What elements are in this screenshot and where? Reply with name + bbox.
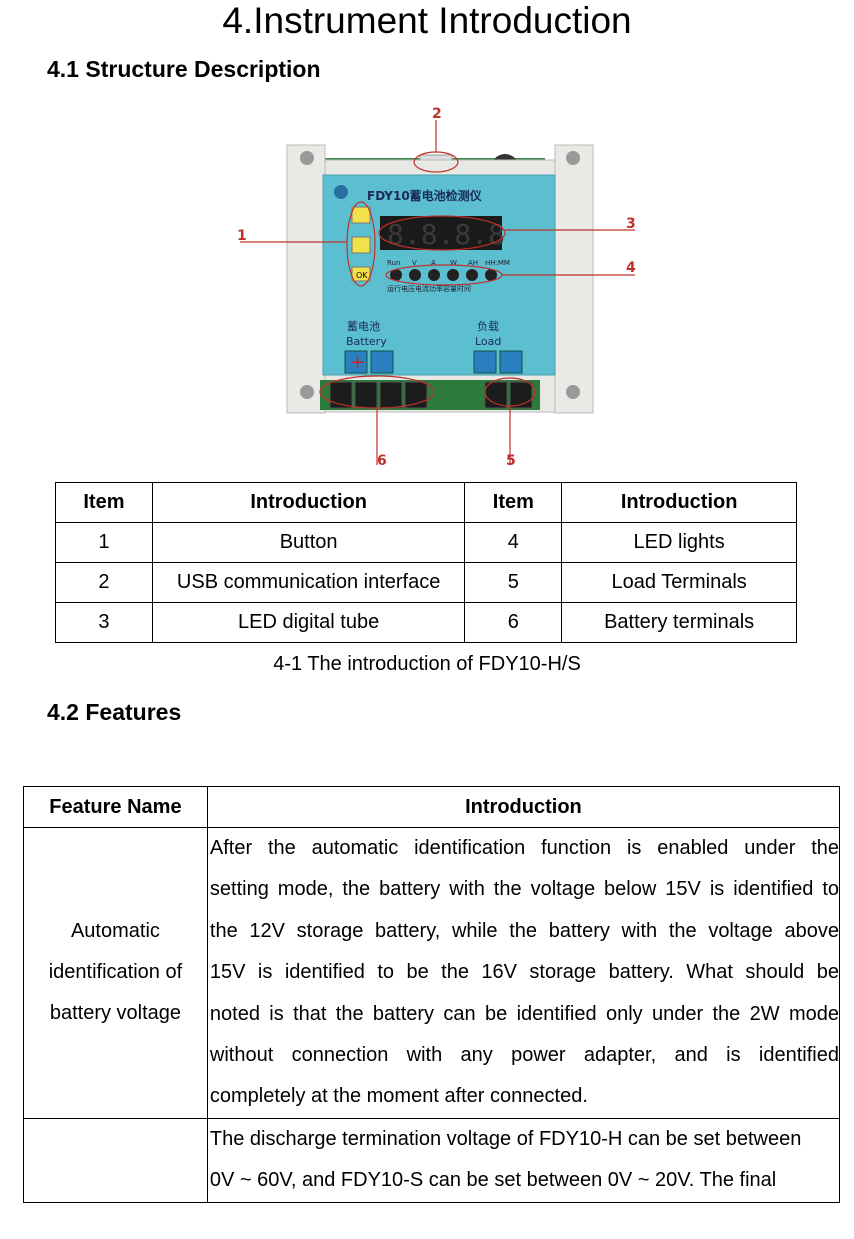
led-label-cn: 运行电压电流功率容量时间 bbox=[387, 284, 471, 293]
section-heading-features: 4.2 Features bbox=[47, 699, 182, 725]
table-cell: 4 bbox=[464, 522, 563, 563]
page-title: 4.Instrument Introduction bbox=[222, 0, 632, 41]
feature-intro-line: setting mode, the battery with the volta… bbox=[209, 878, 839, 901]
led-label-run: Run bbox=[387, 259, 400, 267]
device-illustration: FDY10蓄电池检测仪 OK 8.8.8.8 Run V A W AH HH:M… bbox=[237, 106, 636, 469]
feature-name-cell: Automatic identification of battery volt… bbox=[23, 827, 208, 1119]
battery-label-en: Battery bbox=[346, 335, 387, 348]
ok-label: OK bbox=[356, 271, 368, 280]
led-digital-tube bbox=[380, 216, 502, 250]
callout-3: 3 bbox=[626, 216, 636, 232]
callout-1: 1 bbox=[237, 228, 247, 244]
callout-5: 5 bbox=[506, 453, 516, 469]
load-label-cn: 负载 bbox=[477, 319, 499, 333]
feature-name-cell bbox=[23, 1117, 208, 1203]
table-caption: 4-1 The introduction of FDY10-H/S bbox=[273, 653, 581, 675]
feature-intro-cell: The discharge termination voltage of FDY… bbox=[206, 1117, 841, 1203]
button-ok bbox=[351, 266, 371, 282]
table-cell: LED digital tube bbox=[151, 602, 466, 643]
table-row: 2 USB communication interface 5 Load Ter… bbox=[55, 562, 797, 603]
feature-intro-line: without connection with any power adapte… bbox=[209, 1043, 839, 1066]
led-label-w: W bbox=[450, 259, 457, 267]
feature-intro-line: After the automatic identification funct… bbox=[209, 837, 839, 859]
table-cell: 2 bbox=[55, 562, 153, 603]
feature-intro-line: noted is that the battery can be identif… bbox=[209, 1002, 839, 1025]
battery-plus-button bbox=[344, 350, 368, 374]
table-header: Introduction bbox=[206, 786, 841, 828]
callout-4: 4 bbox=[626, 260, 636, 276]
table-cell: Load Terminals bbox=[561, 562, 797, 603]
feature-intro-cell: After the automatic identification funct… bbox=[206, 827, 841, 1119]
battery-terminals bbox=[329, 381, 428, 409]
structure-table: Item Introduction Item Introduction 1 Bu… bbox=[55, 482, 797, 643]
table-cell: 5 bbox=[464, 562, 563, 603]
table-header: Feature Name bbox=[23, 786, 208, 828]
table-row: 1 Button 4 LED lights bbox=[55, 522, 797, 563]
svg-text:+: + bbox=[350, 352, 365, 373]
battery-minus-button bbox=[370, 350, 394, 374]
load-minus-button bbox=[499, 350, 523, 374]
table-cell: 1 bbox=[55, 522, 153, 563]
table-header: Item bbox=[55, 482, 153, 523]
load-label-en: Load bbox=[475, 335, 501, 348]
feature-intro-line: The discharge termination voltage of FDY… bbox=[209, 1127, 802, 1150]
table-cell: 3 bbox=[55, 602, 153, 643]
feature-intro-line: 15V is identified to be the 16V storage … bbox=[209, 961, 839, 984]
load-plus-button bbox=[473, 350, 497, 374]
led-label-ah: AH bbox=[468, 259, 478, 267]
table-cell: Button bbox=[151, 522, 466, 563]
table-header: Item bbox=[464, 482, 563, 523]
led-label-v: V bbox=[412, 259, 417, 267]
led-label-time: HH:MM bbox=[485, 259, 510, 267]
feature-name: Automatic identification of battery volt… bbox=[48, 920, 183, 1025]
table-cell: USB communication interface bbox=[151, 562, 466, 603]
feature-intro-line: the 12V storage battery, while the batte… bbox=[209, 919, 839, 942]
button-up bbox=[351, 206, 371, 224]
table-header-row: Feature Name Introduction bbox=[23, 786, 841, 828]
table-row: Automatic identification of battery volt… bbox=[23, 827, 841, 1119]
feature-intro-line: 0V ~ 60V, and FDY10-S can be set between… bbox=[209, 1169, 777, 1192]
svg-text:8.8.8.8: 8.8.8.8 bbox=[387, 218, 505, 251]
button-down bbox=[351, 236, 371, 254]
battery-label-cn: 蓄电池 bbox=[347, 320, 380, 333]
load-terminals bbox=[484, 381, 533, 409]
table-cell: LED lights bbox=[561, 522, 797, 563]
device-header: FDY10蓄电池检测仪 bbox=[367, 188, 483, 203]
feature-intro-line: completely at the moment after connected… bbox=[209, 1085, 588, 1108]
callout-marks bbox=[240, 120, 635, 465]
led-lights bbox=[390, 269, 497, 281]
table-row: The discharge termination voltage of FDY… bbox=[23, 1117, 841, 1203]
callout-6: 6 bbox=[377, 453, 387, 469]
callout-2: 2 bbox=[432, 106, 442, 122]
table-header-row: Item Introduction Item Introduction bbox=[55, 482, 797, 523]
table-header: Introduction bbox=[151, 482, 466, 523]
led-label-a: A bbox=[431, 259, 436, 267]
table-header: Introduction bbox=[561, 482, 797, 523]
table-cell: Battery terminals bbox=[561, 602, 797, 643]
features-table: Feature Name Introduction Automatic iden… bbox=[23, 786, 841, 1203]
section-heading-structure: 4.1 Structure Description bbox=[47, 56, 321, 82]
table-cell: 6 bbox=[464, 602, 563, 643]
table-row: 3 LED digital tube 6 Battery terminals bbox=[55, 602, 797, 643]
